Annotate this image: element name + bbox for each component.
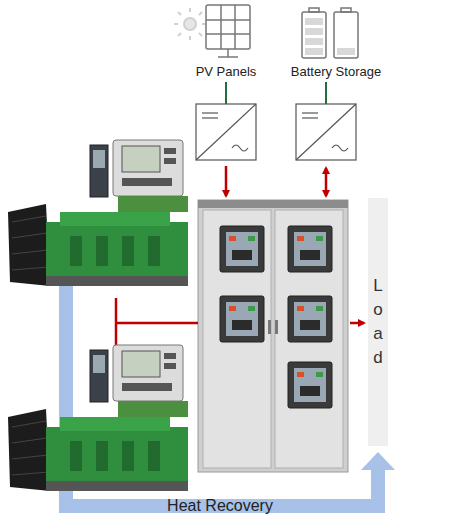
switchgear-cabinet xyxy=(198,200,348,472)
battery-storage-node: Battery Storage xyxy=(276,0,396,84)
node-label: PV Panels xyxy=(176,64,276,79)
pv-panels-node: PV Panels xyxy=(176,0,276,84)
load-band xyxy=(368,198,388,446)
generator-top xyxy=(8,140,188,286)
load-label: Load xyxy=(372,274,384,370)
inverter-symbols xyxy=(196,104,356,160)
battery-icon xyxy=(302,8,358,58)
green-leads xyxy=(226,82,326,104)
node-label: Battery Storage xyxy=(276,64,396,79)
pv-panel-icon xyxy=(206,5,250,57)
generator-bottom xyxy=(8,345,188,491)
sun-icon xyxy=(174,8,206,40)
flow-label: Heat Recovery xyxy=(120,497,320,515)
power-arrows xyxy=(226,166,326,196)
power-lines xyxy=(116,298,364,348)
load-band-node: Load xyxy=(368,198,388,446)
